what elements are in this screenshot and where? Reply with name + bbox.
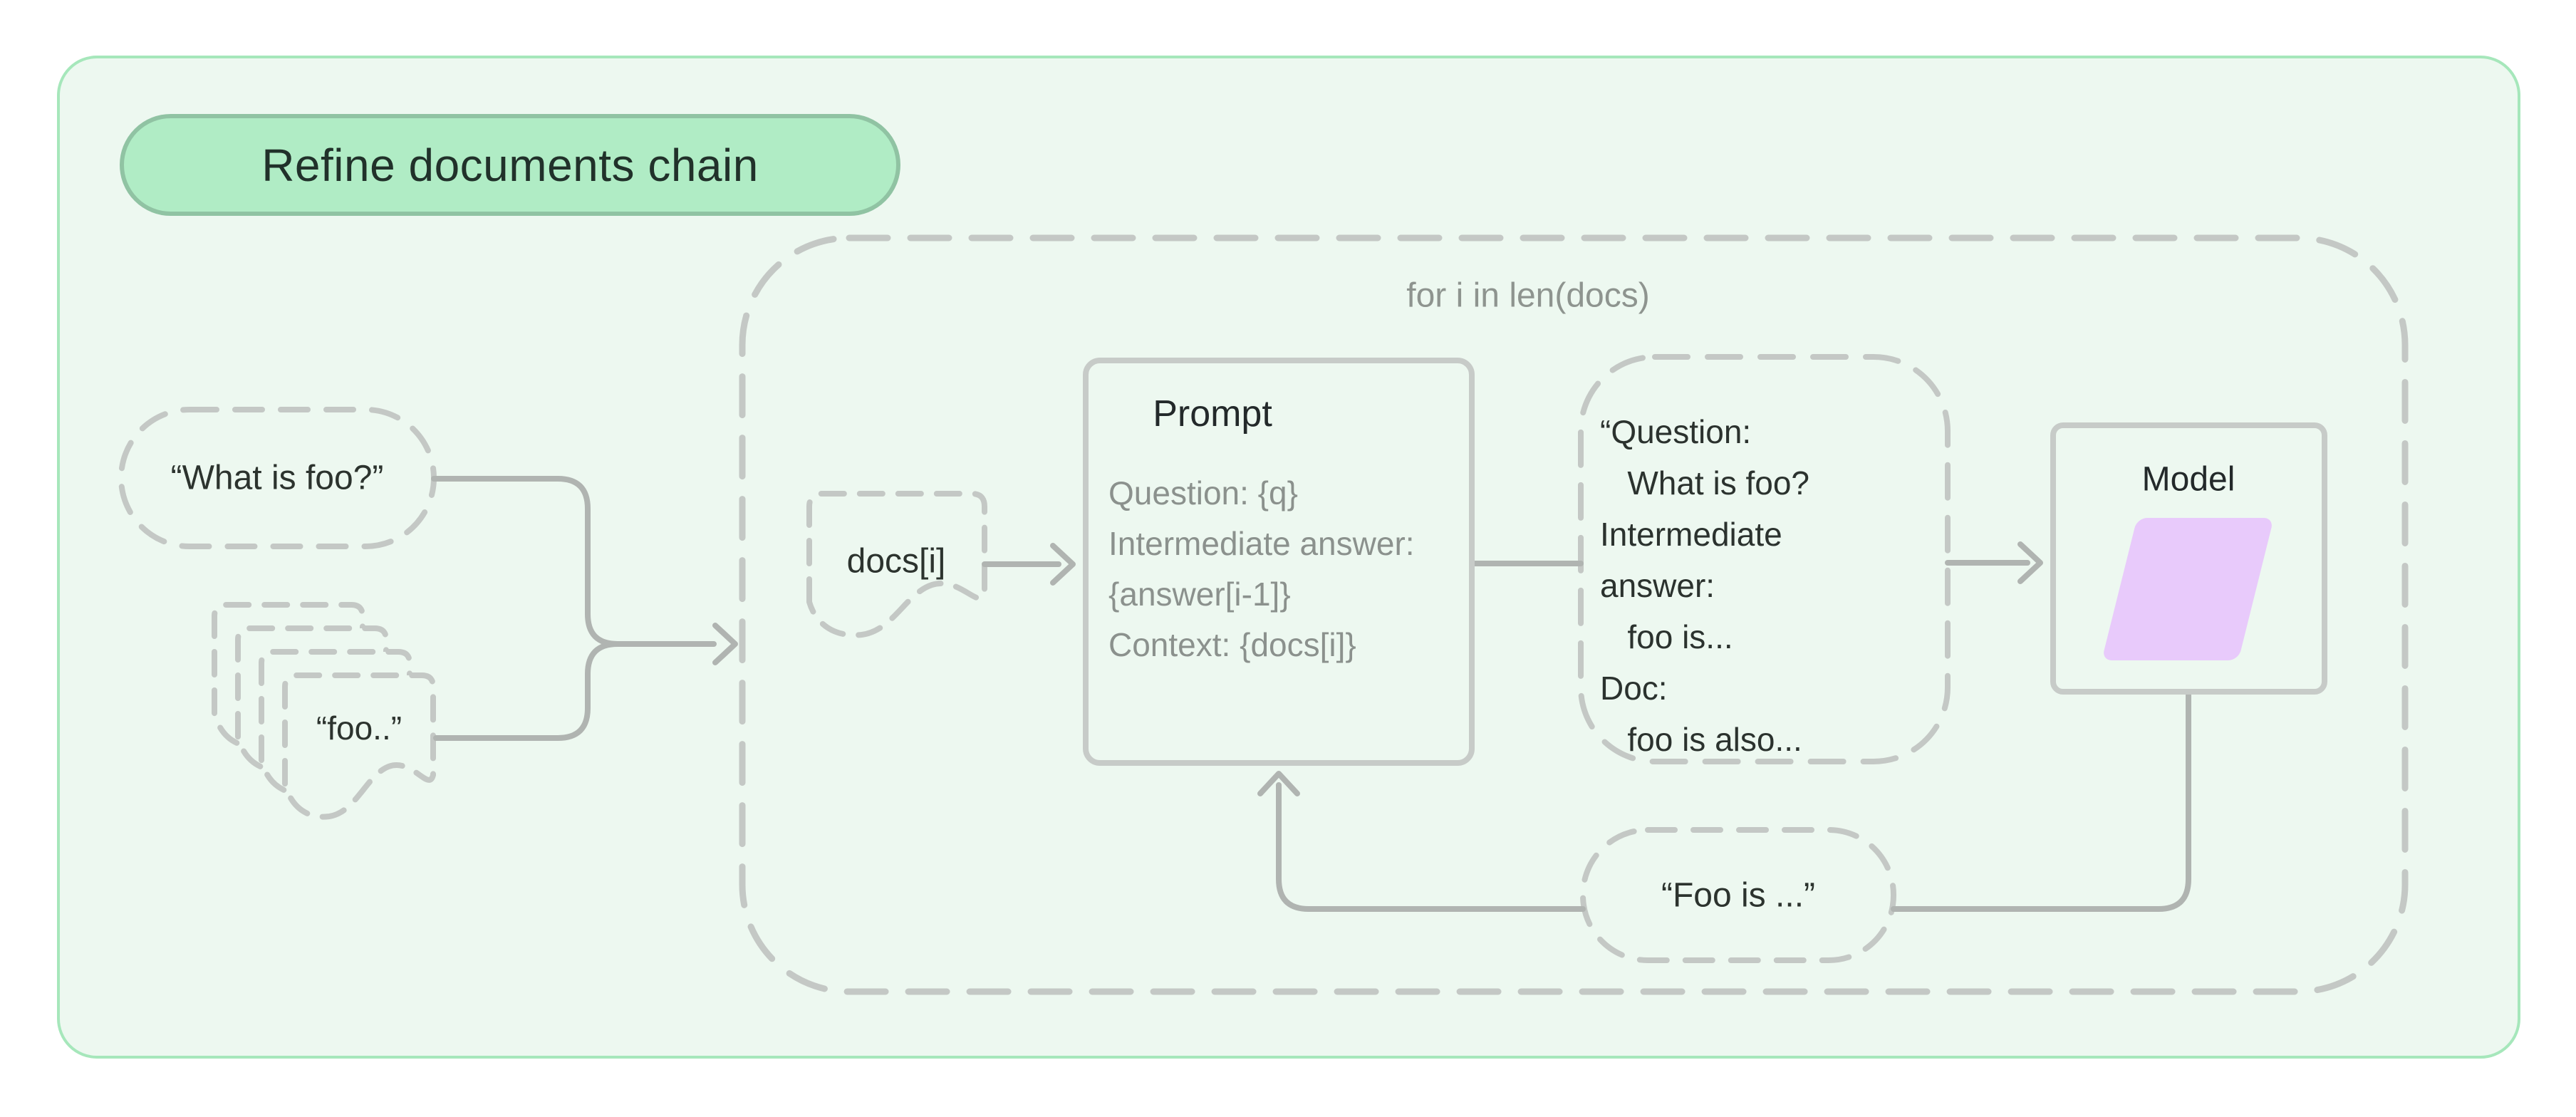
doc-item-node-outline (806, 491, 987, 638)
diagram-card (57, 56, 2520, 1059)
loop-label: for i in len(docs) (1406, 276, 1650, 315)
connector-question-to-loop (431, 476, 717, 647)
filled-prompt-node-outline (1578, 354, 1951, 764)
title-badge-label: Refine documents chain (261, 139, 759, 191)
docs-stack-label: “foo..” (316, 710, 402, 747)
model-box (2050, 422, 2327, 695)
prompt-title: Prompt (1153, 393, 1272, 435)
title-badge: Refine documents chain (120, 114, 900, 216)
filled-prompt-text: “Question: What is foo? Intermediate ans… (1600, 413, 1810, 758)
connector-answer-to-prompt (1276, 782, 1586, 912)
doc-shape-front (282, 672, 436, 820)
docs-stack-node (212, 602, 436, 820)
model-title: Model (2141, 460, 2235, 499)
doc-item-label: docs[i] (846, 542, 946, 581)
arrowhead-into-loop (712, 623, 738, 665)
answer-label: “Foo is ...” (1661, 876, 1816, 915)
prompt-body: Question: {q} Intermediate answer: {answ… (1108, 474, 1415, 663)
question-input-label: “What is foo?” (170, 459, 384, 497)
arrowhead-into-prompt (1050, 543, 1076, 586)
connector-docs-to-loop (433, 641, 620, 741)
answer-node-outline (1580, 827, 1896, 963)
arrowhead-into-model (2017, 541, 2043, 584)
connector-model-to-answer (1891, 692, 2191, 912)
prompt-box (1083, 358, 1475, 766)
arrowhead-feedback-up (1257, 771, 1300, 796)
